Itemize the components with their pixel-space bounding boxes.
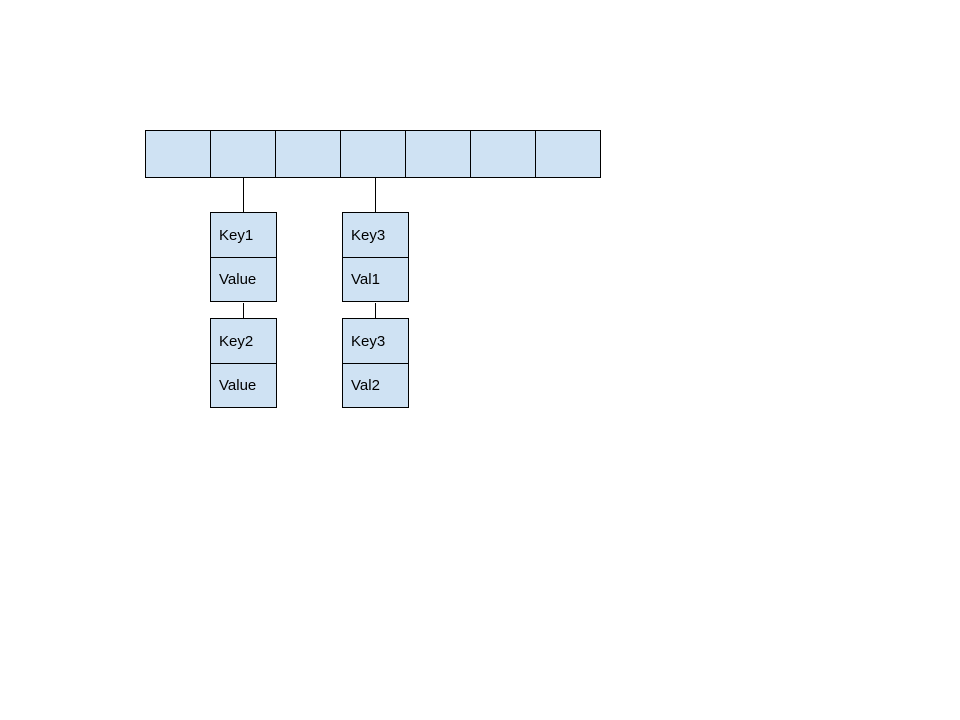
node-value-cell: Value — [211, 257, 276, 301]
connector-bucket3-to-node — [375, 178, 376, 212]
node-value-cell: Value — [211, 363, 276, 407]
bucket-cell-5 — [470, 130, 536, 178]
node-key-cell: Key3 — [343, 213, 408, 257]
bucket-cell-0 — [145, 130, 211, 178]
node-value-text: Value — [219, 377, 257, 394]
bucket-cell-6 — [535, 130, 601, 178]
connector-key3val1-to-key3val2 — [375, 303, 376, 318]
node-key-cell: Key1 — [211, 213, 276, 257]
node-key-text: Key3 — [351, 332, 386, 350]
node-key-cell: Key3 — [343, 319, 408, 363]
connector-key1-to-key2 — [243, 303, 244, 318]
node-value-text: Value — [219, 271, 257, 288]
node-key-cell: Key2 — [211, 319, 276, 363]
node-key-text: Key3 — [351, 226, 386, 244]
node-value-text: Val2 — [351, 377, 380, 394]
chain-node-key3-val1: Key3 Val1 — [342, 212, 409, 302]
bucket-array — [145, 130, 601, 178]
node-value-cell: Val2 — [343, 363, 408, 407]
bucket-cell-4 — [405, 130, 471, 178]
node-key-text: Key1 — [219, 226, 254, 244]
connector-bucket1-to-node — [243, 178, 244, 212]
bucket-cell-2 — [275, 130, 341, 178]
chain-node-key2: Key2 Value — [210, 318, 277, 408]
bucket-cell-3 — [340, 130, 406, 178]
node-value-text: Val1 — [351, 271, 380, 288]
bucket-cell-1 — [210, 130, 276, 178]
node-key-text: Key2 — [219, 332, 254, 350]
chain-node-key1: Key1 Value — [210, 212, 277, 302]
chain-node-key3-val2: Key3 Val2 — [342, 318, 409, 408]
node-value-cell: Val1 — [343, 257, 408, 301]
